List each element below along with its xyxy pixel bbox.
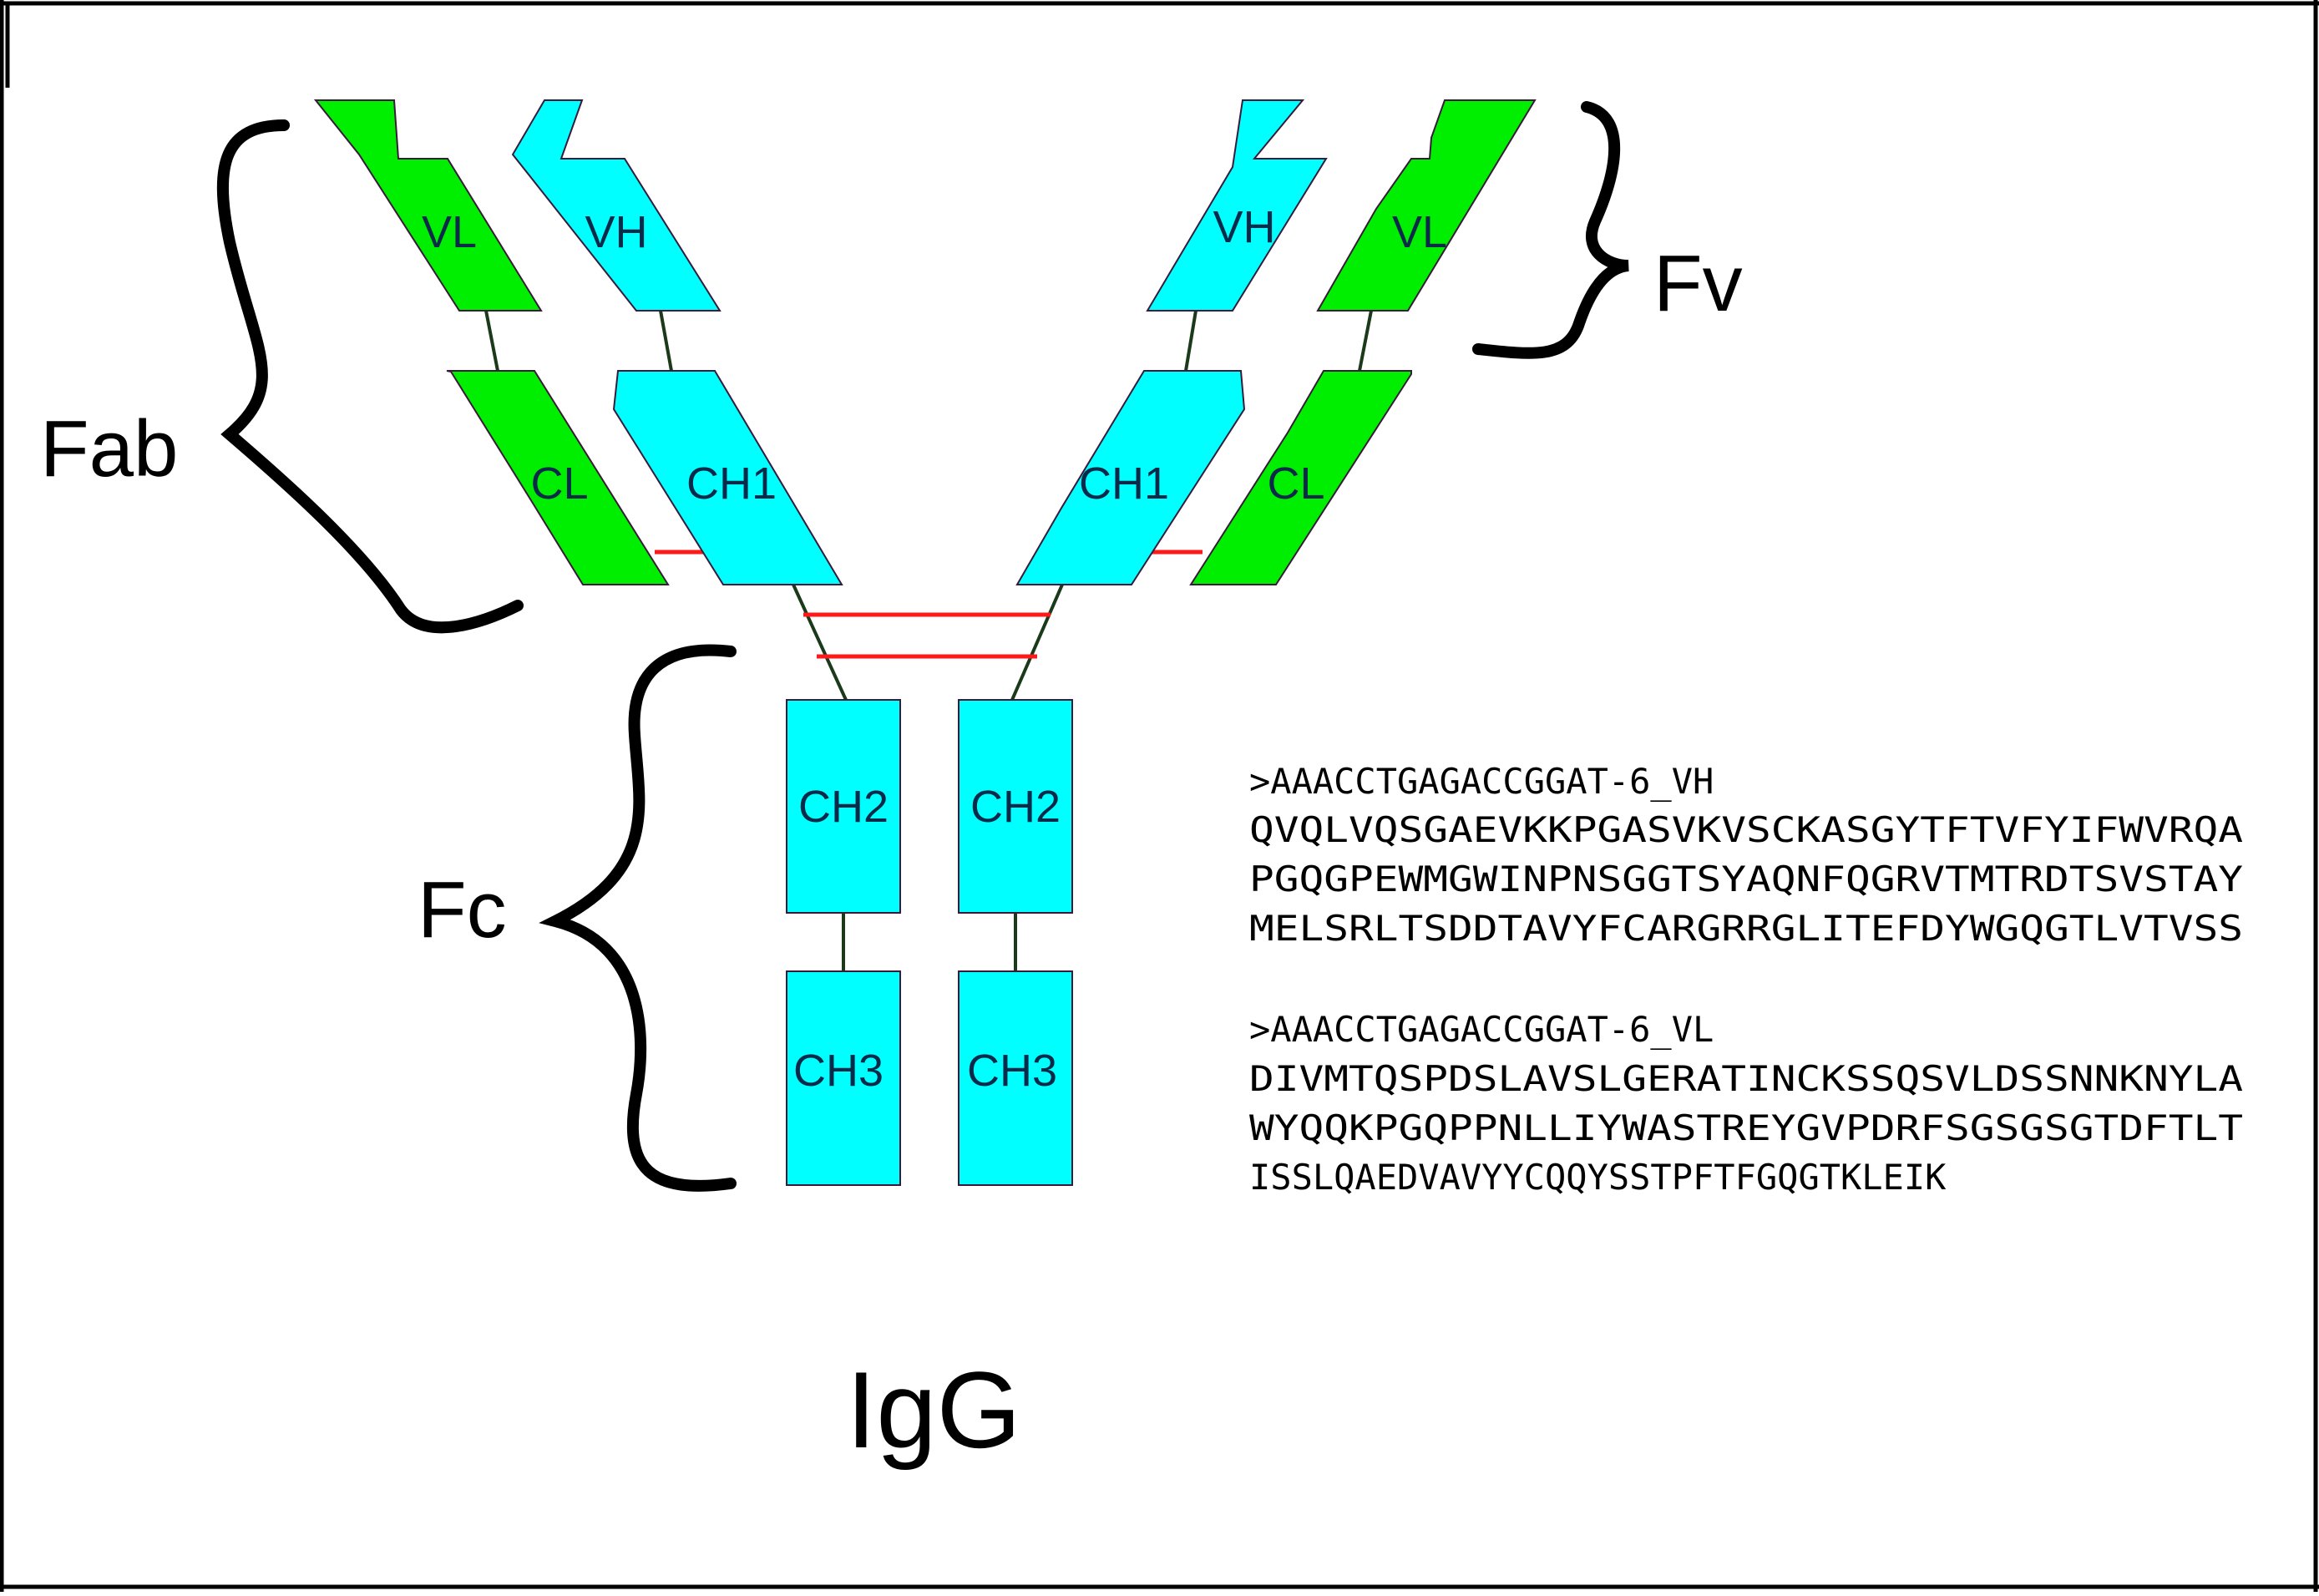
label-ch3-left: CH3 [793,1046,884,1096]
label-cl-right: CL [1267,459,1324,509]
linker-vh-ch1-right [1184,310,1197,372]
domain-ch2-left [786,699,901,914]
vh-sequence-line: MELSRLTSDDTAVYFCARGRRGLITEFDYWGQGTLVTVSS [1249,908,2243,949]
domain-ch2-right [958,699,1073,914]
label-ch2-right: CH2 [970,782,1061,832]
vl-sequence-line: WYQQKPGQPPNLLIYWASTREYGVPDRFSGSGSGTDFTLT [1249,1107,2243,1148]
label-vh-right: VH [1213,202,1275,252]
variable-domains [313,99,1537,312]
domain-vl-right [1316,99,1537,312]
label-ch3-right: CH3 [967,1046,1057,1096]
label-ch1-right: CH1 [1079,459,1169,509]
domain-cl-left [446,370,670,585]
label-cl-left: CL [530,459,588,509]
label-vh-left: VH [585,207,647,257]
hinge-left [792,584,848,701]
label-ch1-left: CH1 [686,459,777,509]
domain-ch1-right [1015,370,1246,585]
domain-cl-right [1189,370,1412,585]
sequence-block: >AAACCTGAGACCGGAT-6_VH QVQLVQSGAEVKKPGAS… [1249,761,2243,1198]
vl-sequence-line: ISSLQAEDVAVYYCQQYSSTPFTFGQGTKLEIK [1249,1157,1947,1198]
diagram-title: IgG [846,1349,1021,1471]
hinge-right [1010,584,1064,701]
vl-sequence-line: DIVMTQSPDSLAVSLGERATINCKSSQSVLDSSNNKNYLA [1249,1058,2243,1099]
linker-vh-ch1-left [659,310,673,372]
domain-ch1-left [612,370,843,585]
vl-sequence-header: >AAACCTGAGACCGGAT-6_VL [1249,1009,1714,1050]
label-fab: Fab [40,404,178,494]
label-vl-right: VL [1392,207,1447,257]
domain-linkers [484,310,1373,971]
vh-sequence-header: >AAACCTGAGACCGGAT-6_VH [1249,761,1714,802]
fv-brace [1472,101,1630,359]
label-ch2-left: CH2 [798,782,889,832]
domain-ch3-left [786,970,901,1186]
domain-ch3-right [958,970,1073,1186]
vh-sequence-line: PGQGPEWMGWINPNSGGTSYAQNFQGRVTMTRDTSVSTAY [1249,859,2243,899]
fab-brace [216,119,524,634]
domain-labels: VL VH VH VL CL CH1 CH1 CL CH2 CH2 CH3 CH… [422,202,1447,1096]
domain-vh-left [511,99,722,312]
region-braces [216,101,1630,1192]
domain-vh-right [1146,99,1328,312]
label-vl-left: VL [422,207,477,257]
vh-sequence-line: QVQLVQSGAEVKKPGASVKVSCKASGYTFTVFYIFWVRQA [1249,809,2243,850]
linker-vl-cl-right [1358,310,1373,372]
fab-constant-domains [446,370,1412,585]
disulfide-bonds [655,550,1203,659]
linker-vl-cl-left [484,310,499,372]
fc-brace [539,644,737,1192]
fc-domains [786,699,1073,1186]
label-fc: Fc [418,865,507,955]
domain-vl-left [313,99,543,312]
region-labels: Fab Fv Fc [40,239,1743,955]
label-fv: Fv [1653,239,1743,328]
